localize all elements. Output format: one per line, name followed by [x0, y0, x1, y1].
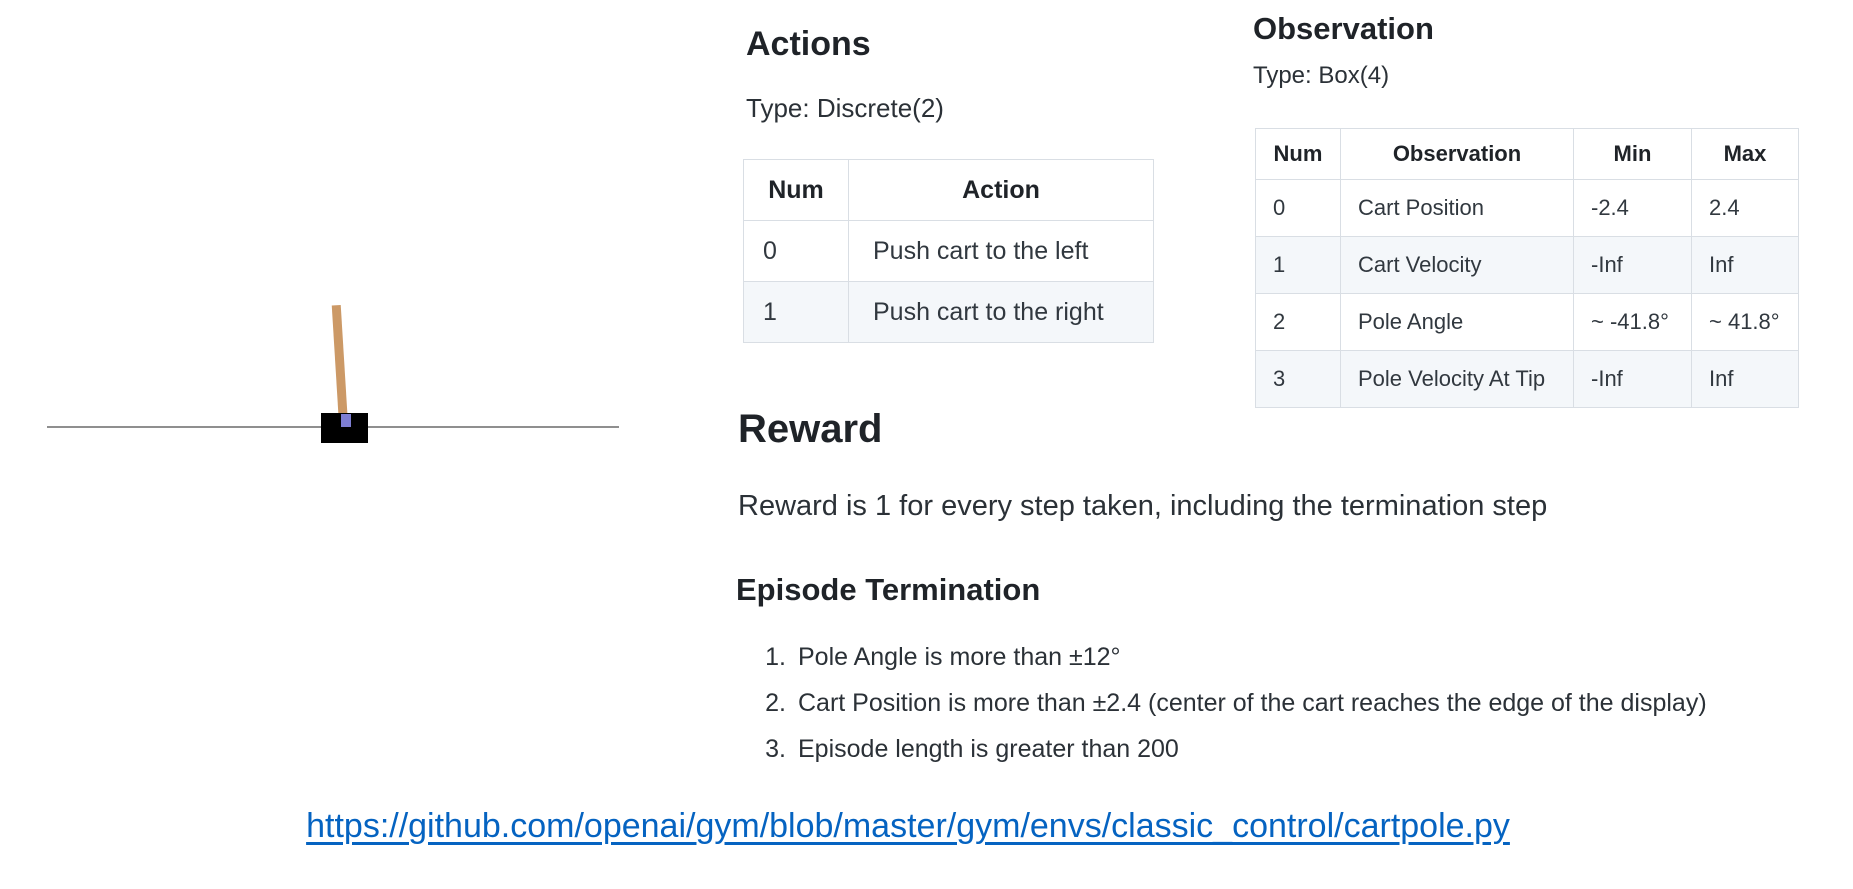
observation-table-row: 2 Pole Angle ~ -41.8° ~ 41.8°	[1255, 293, 1799, 351]
actions-cell-action: Push cart to the right	[848, 281, 1154, 343]
observation-cell: Inf	[1691, 350, 1799, 408]
observation-cell: -Inf	[1573, 350, 1692, 408]
episode-termination-heading: Episode Termination	[736, 572, 1041, 607]
list-item: 1. Pole Angle is more than ±12°	[750, 634, 1707, 680]
observation-cell: Inf	[1691, 236, 1799, 294]
list-item-text: Pole Angle is more than ±12°	[798, 643, 1121, 671]
actions-table-row: 1 Push cart to the right	[743, 281, 1154, 343]
observation-cell: Pole Velocity At Tip	[1340, 350, 1574, 408]
list-item: 2. Cart Position is more than ±2.4 (cent…	[750, 680, 1707, 726]
actions-cell-action: Push cart to the left	[848, 220, 1154, 282]
list-item-text: Episode length is greater than 200	[798, 735, 1179, 763]
observation-cell: 2	[1255, 293, 1341, 351]
observation-cell: Cart Position	[1340, 179, 1574, 237]
observation-cell: 1	[1255, 236, 1341, 294]
observation-heading: Observation	[1253, 11, 1434, 46]
list-item-number: 1.	[765, 643, 786, 671]
list-item-number: 2.	[765, 689, 786, 717]
list-item: 3. Episode length is greater than 200	[750, 726, 1707, 772]
observation-cell: -Inf	[1573, 236, 1692, 294]
observation-cell: Pole Angle	[1340, 293, 1574, 351]
actions-cell-num: 1	[743, 281, 849, 343]
observation-header-observation: Observation	[1340, 128, 1574, 180]
observation-cell: 0	[1255, 179, 1341, 237]
observation-header-min: Min	[1573, 128, 1692, 180]
observation-cell: ~ -41.8°	[1573, 293, 1692, 351]
actions-table: Num Action 0 Push cart to the left 1 Pus…	[743, 159, 1154, 343]
observation-cell: 3	[1255, 350, 1341, 408]
actions-table-row: 0 Push cart to the left	[743, 220, 1154, 282]
list-item-text: Cart Position is more than ±2.4 (center …	[798, 689, 1707, 717]
actions-cell-num: 0	[743, 220, 849, 282]
observation-type-label: Type: Box(4)	[1253, 62, 1390, 89]
observation-table-header-row: Num Observation Min Max	[1255, 128, 1799, 180]
observation-cell: 2.4	[1691, 179, 1799, 237]
observation-cell: -2.4	[1573, 179, 1692, 237]
observation-header-num: Num	[1255, 128, 1341, 180]
observation-table-row: 1 Cart Velocity -Inf Inf	[1255, 236, 1799, 294]
actions-table-header-row: Num Action	[743, 159, 1154, 221]
observation-table-row: 0 Cart Position -2.4 2.4	[1255, 179, 1799, 237]
episode-termination-list: 1. Pole Angle is more than ±12° 2. Cart …	[750, 634, 1707, 772]
actions-header-action: Action	[848, 159, 1154, 221]
reward-text: Reward is 1 for every step taken, includ…	[738, 490, 1548, 522]
observation-table: Num Observation Min Max 0 Cart Position …	[1255, 128, 1799, 408]
observation-cell: Cart Velocity	[1340, 236, 1574, 294]
actions-header-num: Num	[743, 159, 849, 221]
cartpole-axle	[341, 414, 351, 427]
observation-table-row: 3 Pole Velocity At Tip -Inf Inf	[1255, 350, 1799, 408]
actions-type-label: Type: Discrete(2)	[746, 93, 944, 123]
list-item-number: 3.	[765, 735, 786, 763]
github-source-link[interactable]: https://github.com/openai/gym/blob/maste…	[306, 807, 1510, 845]
observation-cell: ~ 41.8°	[1691, 293, 1799, 351]
observation-header-max: Max	[1691, 128, 1799, 180]
reward-heading: Reward	[738, 407, 883, 451]
actions-heading: Actions	[746, 25, 871, 63]
cartpole-pole	[331, 304, 348, 425]
